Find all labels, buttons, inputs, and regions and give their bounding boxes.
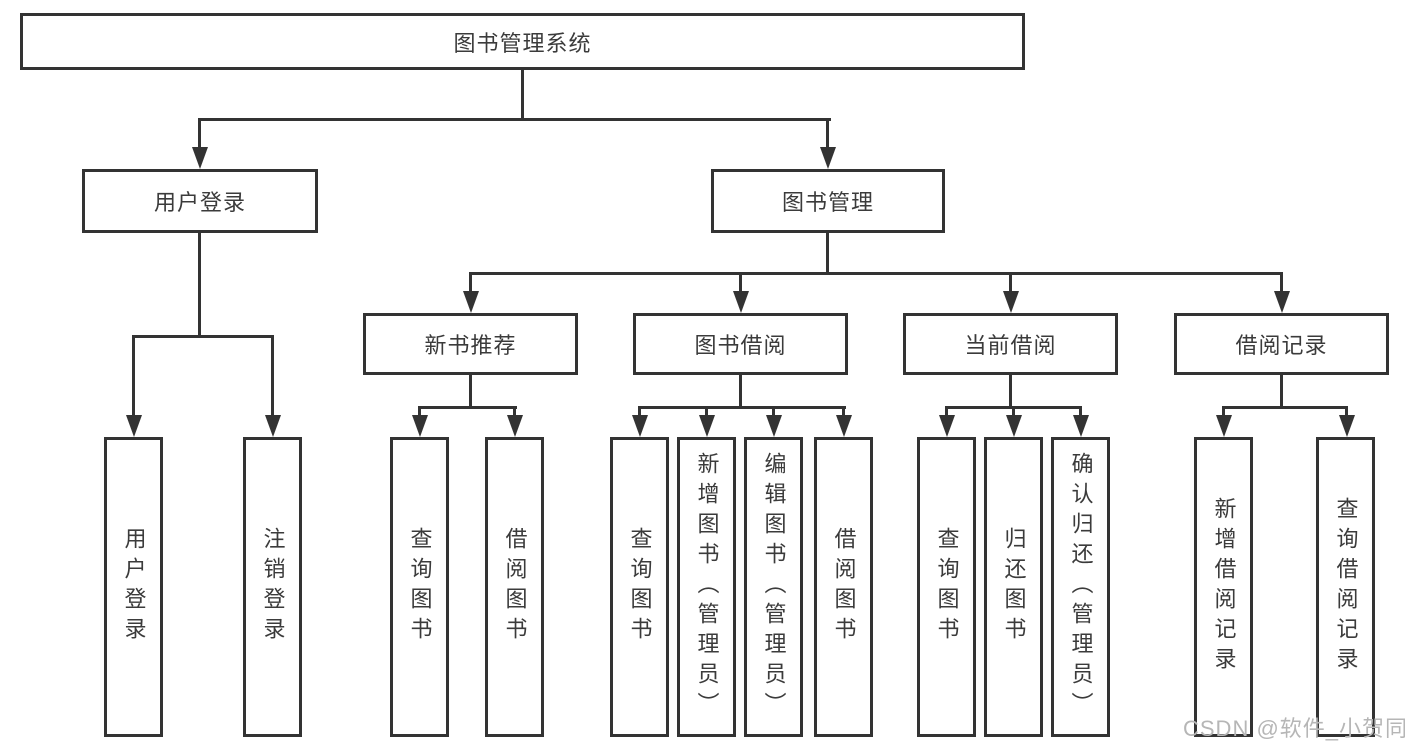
connector-root-drop-2 <box>826 118 829 147</box>
node-label: 当前借阅 <box>964 333 1057 358</box>
connector-login-stem <box>198 233 201 335</box>
leaf-borrow-books: 借阅图书 <box>814 437 873 737</box>
node-label: 图书借阅 <box>694 333 787 358</box>
leaf-edit-books-admin: 编辑图书（管理员） <box>744 437 803 737</box>
arrow-down-icon <box>836 415 852 437</box>
arrow-down-icon <box>192 147 208 169</box>
node-label: 图书管理系统 <box>453 30 592 56</box>
leaf-label: 查询借阅记录 <box>1333 497 1359 677</box>
node-book-management: 图书管理 <box>711 169 945 233</box>
leaf-add-borrow-record: 新增借阅记录 <box>1194 437 1253 737</box>
connector-mgmt-drop-3 <box>1009 272 1012 291</box>
connector-borrow-drop-4 <box>842 406 845 415</box>
leaf-borrow-books-recommend: 借阅图书 <box>485 437 544 737</box>
leaf-label: 注销登录 <box>260 527 286 647</box>
connector-records-stem <box>1280 375 1283 406</box>
connector-root-bar <box>198 118 831 121</box>
leaf-logout: 注销登录 <box>243 437 302 737</box>
connector-root-stem <box>521 70 524 118</box>
connector-current-stem <box>1009 375 1012 406</box>
leaf-return-books: 归还图书 <box>984 437 1043 737</box>
leaf-label: 新增借阅记录 <box>1211 497 1237 677</box>
connector-borrow-stem <box>739 375 742 406</box>
arrow-down-icon <box>939 415 955 437</box>
arrow-down-icon <box>1339 415 1355 437</box>
node-book-borrowing: 图书借阅 <box>633 313 848 375</box>
leaf-label: 查询图书 <box>627 527 653 647</box>
connector-current-drop-3 <box>1079 406 1082 415</box>
arrow-down-icon <box>507 415 523 437</box>
node-current-borrowing: 当前借阅 <box>903 313 1118 375</box>
connector-borrow-drop-3 <box>772 406 775 415</box>
leaf-query-books-current: 查询图书 <box>917 437 976 737</box>
arrow-down-icon <box>1216 415 1232 437</box>
node-user-login: 用户登录 <box>82 169 318 233</box>
connector-records-drop-1 <box>1222 406 1225 415</box>
connector-mgmt-drop-4 <box>1280 272 1283 291</box>
connector-mgmt-drop-1 <box>469 272 472 291</box>
leaf-add-books-admin: 新增图书（管理员） <box>677 437 736 737</box>
connector-records-bar <box>1222 406 1348 409</box>
node-label: 新书推荐 <box>424 333 517 358</box>
node-library-management-system: 图书管理系统 <box>20 13 1025 70</box>
arrow-down-icon <box>463 291 479 313</box>
leaf-query-books-recommend: 查询图书 <box>390 437 449 737</box>
leaf-query-books-borrow: 查询图书 <box>610 437 669 737</box>
connector-recommend-drop-2 <box>513 406 516 415</box>
connector-login-drop-2 <box>271 335 274 415</box>
connector-login-drop-1 <box>132 335 135 415</box>
leaf-label: 用户登录 <box>121 527 147 647</box>
arrow-down-icon <box>820 147 836 169</box>
connector-borrow-bar <box>638 406 846 409</box>
arrow-down-icon <box>1274 291 1290 313</box>
csdn-watermark: CSDN @软件_小贺同学 <box>1183 716 1405 741</box>
node-label: 借阅记录 <box>1235 333 1328 358</box>
connector-recommend-bar <box>418 406 517 409</box>
leaf-label: 查询图书 <box>934 527 960 647</box>
arrow-down-icon <box>412 415 428 437</box>
leaf-label: 编辑图书（管理员） <box>761 452 787 722</box>
node-new-book-recommendation: 新书推荐 <box>363 313 578 375</box>
leaf-label: 查询图书 <box>407 527 433 647</box>
connector-recommend-drop-1 <box>418 406 421 415</box>
arrow-down-icon <box>1006 415 1022 437</box>
leaf-label: 归还图书 <box>1001 527 1027 647</box>
leaf-label: 借阅图书 <box>502 527 528 647</box>
connector-recommend-stem <box>469 375 472 406</box>
node-label: 用户登录 <box>153 190 246 215</box>
arrow-down-icon <box>632 415 648 437</box>
connector-root-drop-1 <box>198 118 201 147</box>
leaf-query-borrow-record: 查询借阅记录 <box>1316 437 1375 737</box>
leaf-label: 新增图书（管理员） <box>694 452 720 722</box>
leaf-label: 确认归还（管理员） <box>1068 452 1094 722</box>
leaf-confirm-return-admin: 确认归还（管理员） <box>1051 437 1110 737</box>
arrow-down-icon <box>699 415 715 437</box>
connector-records-drop-2 <box>1345 406 1348 415</box>
leaf-label: 借阅图书 <box>831 527 857 647</box>
arrow-down-icon <box>766 415 782 437</box>
arrow-down-icon <box>1073 415 1089 437</box>
connector-borrow-drop-2 <box>705 406 708 415</box>
arrow-down-icon <box>733 291 749 313</box>
arrow-down-icon <box>1003 291 1019 313</box>
leaf-user-login: 用户登录 <box>104 437 163 737</box>
connector-current-drop-1 <box>945 406 948 415</box>
connector-login-bar <box>132 335 274 338</box>
connector-current-drop-2 <box>1012 406 1015 415</box>
connector-mgmt-stem <box>826 233 829 272</box>
arrow-down-icon <box>126 415 142 437</box>
node-borrowing-records: 借阅记录 <box>1174 313 1389 375</box>
connector-mgmt-drop-2 <box>739 272 742 291</box>
connector-mgmt-bar <box>469 272 1283 275</box>
node-label: 图书管理 <box>781 190 874 215</box>
arrow-down-icon <box>265 415 281 437</box>
connector-borrow-drop-1 <box>638 406 641 415</box>
